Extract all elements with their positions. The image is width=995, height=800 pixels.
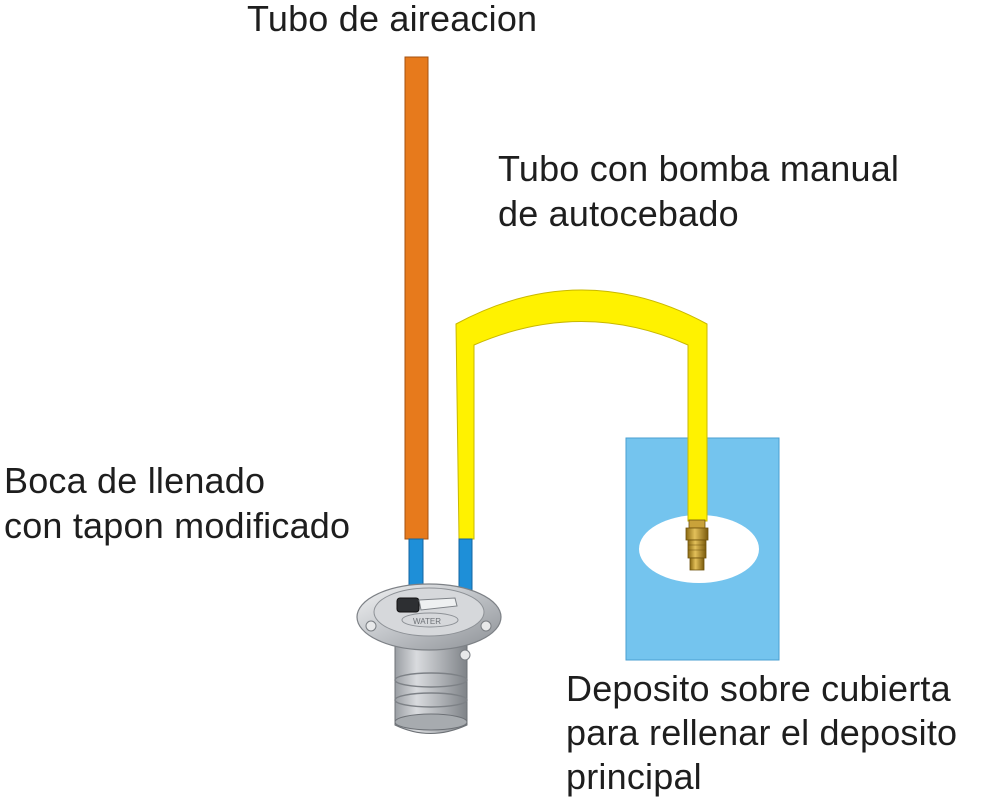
air-tube-body [404,56,429,540]
pump-tube-label-line2: de autocebado [498,193,739,234]
pump-tube-fitting [458,538,473,592]
brass-valve-icon [685,519,709,571]
fill-mouth-label-line1: Boca de llenado [4,460,266,501]
svg-text:WATER: WATER [413,617,441,626]
air-tube-label: Tubo de aireacion [247,0,538,39]
deck-tank-label-line3: principal [566,756,702,797]
pump-tube-body [455,289,708,540]
deck-tank-label-line1: Deposito sobre cubierta [566,668,951,709]
air-tube-fitting [408,538,424,592]
fill-mouth-label-line2: con tapon modificado [4,505,351,546]
air-tube [404,56,429,592]
pump-tube-label-line1: Tubo con bomba manual [498,148,900,189]
deck-tank-label-line2: para rellenar el deposito [566,712,958,753]
deck-fill-fitting-icon: WATER [356,583,502,734]
